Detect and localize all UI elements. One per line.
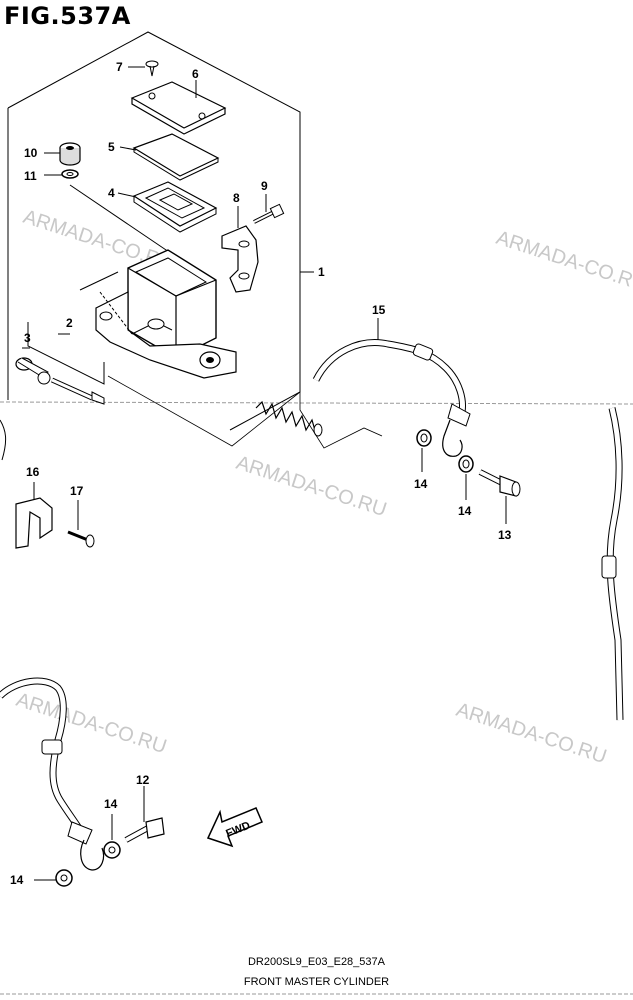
callouts: 1 2 3 4 5 6 7 8 9 10 11 12 13 14 14 14 1… (10, 60, 512, 887)
callout-9: 9 (261, 179, 268, 193)
part-14-washer-d (34, 869, 73, 887)
part-10-bushing (44, 142, 81, 166)
part-1-master-cylinder (79, 249, 237, 379)
part-14-washer-a (416, 429, 432, 472)
part-2-piston-kit (15, 322, 105, 405)
fwd-arrow-icon: FWD (206, 807, 263, 848)
part-9-bolt (253, 194, 285, 224)
part-14-washer-b (458, 455, 474, 500)
callout-7: 7 (116, 60, 123, 74)
spring (255, 400, 323, 437)
watermark: ARMADA-CO.RU (453, 699, 609, 768)
watermarks: ARMADA-CO.RU ARMADA-CO.RU ARMADA-CO.RU A… (13, 206, 633, 768)
part-4-diaphragm (117, 181, 218, 233)
part-6-reservoir-cap (130, 80, 227, 135)
callout-4: 4 (108, 186, 115, 200)
tear-line (0, 401, 633, 405)
callout-16: 16 (26, 465, 40, 479)
footer-name: FRONT MASTER CYLINDER (243, 976, 390, 988)
part-7-screw (128, 60, 159, 77)
callout-5: 5 (108, 140, 115, 154)
callout-8: 8 (233, 191, 240, 205)
callout-1: 1 (318, 265, 325, 279)
callout-6: 6 (192, 67, 199, 81)
hose-fragment-right (601, 407, 624, 721)
callout-13: 13 (498, 528, 512, 542)
part-5-diaphragm-plate (119, 133, 220, 181)
callout-2: 2 (66, 316, 73, 330)
watermark: ARMADA-CO.RU (493, 227, 633, 296)
callout-17: 17 (70, 484, 84, 498)
callout-14c: 14 (104, 797, 118, 811)
footer-code: DR200SL9_E03_E28_537A (247, 956, 385, 968)
part-8-clamp (221, 206, 259, 293)
tear-left-edge (0, 419, 7, 461)
callout-15: 15 (372, 303, 386, 317)
callout-10: 10 (24, 146, 38, 160)
part-15-brake-hose-upper (312, 318, 471, 457)
callout-3: 3 (24, 331, 31, 345)
callout-12: 12 (136, 773, 150, 787)
part-16-hose-clamp (15, 482, 53, 549)
piston-path-leader (107, 375, 383, 449)
part-17-screw (67, 500, 95, 548)
callout-14b: 14 (458, 504, 472, 518)
part-15-brake-hose-lower (0, 677, 105, 871)
figure-title: FIG.537A (4, 2, 131, 30)
callout-14a: 14 (414, 477, 428, 491)
part-14-washer-c (103, 814, 121, 859)
assembly-bracket (7, 31, 301, 431)
watermark: ARMADA-CO.RU (13, 689, 169, 758)
part-11-ring (44, 169, 79, 179)
watermark: ARMADA-CO.RU (233, 452, 389, 521)
callout-11: 11 (24, 169, 37, 183)
part-12-union-bolt (124, 786, 165, 843)
part-13-union-bolt (478, 469, 521, 524)
leader-10-11 (69, 184, 173, 255)
callout-14d: 14 (10, 873, 24, 887)
